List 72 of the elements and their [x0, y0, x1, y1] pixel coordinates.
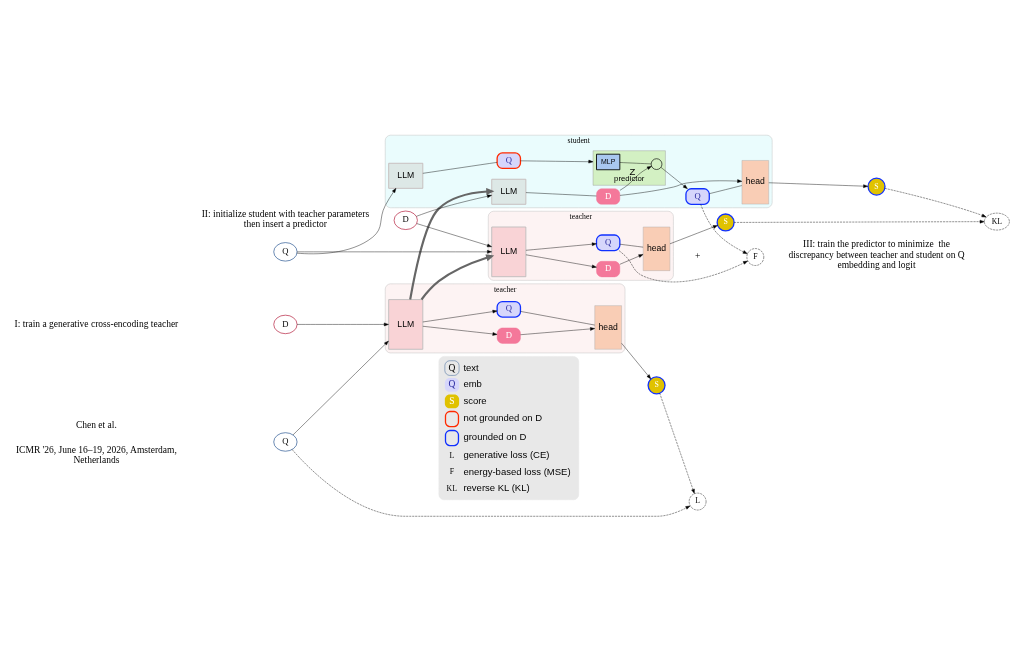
- node-box: LLM: [491, 226, 527, 277]
- arrow: [619, 253, 644, 265]
- label: S: [449, 395, 455, 406]
- arrow: [669, 224, 718, 244]
- node-box: LLM: [388, 298, 424, 350]
- legend-label: generative loss (CE): [463, 448, 550, 460]
- node-box: LLM: [388, 162, 424, 189]
- arrow: [660, 166, 688, 189]
- arrow: [291, 448, 691, 516]
- node-circle: F: [746, 247, 764, 266]
- arrow: [618, 249, 748, 282]
- arrow: [621, 342, 652, 379]
- arrow: [409, 187, 495, 300]
- arrow: [884, 187, 987, 217]
- arrow: [416, 194, 492, 217]
- label: F: [449, 466, 455, 476]
- arrow: [296, 249, 492, 254]
- node-box: Q: [496, 300, 522, 318]
- label: KL: [446, 483, 457, 493]
- node-box: Q: [685, 187, 710, 205]
- label: L: [449, 450, 455, 460]
- arrow: [422, 325, 498, 336]
- node-circle: S: [716, 212, 735, 232]
- node-ellipse: D: [273, 314, 298, 334]
- label: Q: [448, 378, 456, 389]
- label: II: initialize student with teacher parameters then insert a predictor: [201, 208, 370, 229]
- node-box: D: [596, 188, 621, 205]
- legend-label: score: [463, 394, 487, 406]
- node-box: head: [594, 304, 622, 349]
- legend-label: emb: [463, 377, 482, 389]
- node-box: D: [596, 260, 621, 277]
- arrow: [520, 326, 595, 335]
- arrow: [422, 309, 498, 322]
- node-box: D: [496, 327, 521, 344]
- label: ICMR '26, June 16–19, 2026, Amsterdam, Netherlands: [15, 444, 177, 465]
- label: +: [694, 250, 701, 261]
- arrow: [296, 322, 389, 326]
- legend-label: reverse KL (KL): [463, 481, 530, 493]
- node-box: Q: [595, 233, 621, 251]
- edge-label: Z: [629, 165, 636, 177]
- legend-label: energy-based loss (MSE): [463, 465, 571, 477]
- legend-label: grounded on D: [463, 430, 527, 442]
- node-box: LLM: [491, 178, 527, 205]
- arrow: [700, 203, 748, 254]
- arrow: [292, 340, 389, 435]
- label: Q: [448, 361, 456, 372]
- legend-label: not grounded on D: [463, 411, 543, 423]
- node-ellipse: KL: [984, 212, 1010, 230]
- label: I: train a generative cross-encoding teacher: [14, 318, 179, 329]
- label: III: train the predictor to minimize the discrepancy between teacher and student on Q embedding and logit: [788, 238, 965, 270]
- arrow: [520, 159, 594, 163]
- node-circle: [650, 157, 663, 170]
- node-box: head: [741, 159, 769, 204]
- arrow: [619, 165, 652, 191]
- arrow: [619, 178, 743, 196]
- arrow: [420, 253, 495, 300]
- arrow: [525, 254, 597, 268]
- legend-label: text: [463, 360, 479, 372]
- arrow: [525, 242, 597, 251]
- node-ellipse: D: [393, 210, 418, 230]
- node-circle: S: [867, 177, 886, 196]
- node-ellipse: Q: [273, 241, 298, 261]
- node-box: head: [642, 226, 671, 271]
- arrow: [768, 182, 869, 188]
- node-ellipse: Q: [273, 431, 298, 452]
- arrow: [734, 219, 985, 223]
- label: Chen et al.: [75, 419, 117, 430]
- arrow: [659, 392, 695, 494]
- node-box: Q: [496, 151, 522, 169]
- arrow: [416, 222, 492, 247]
- arrow: [296, 187, 397, 254]
- node-circle: L: [688, 492, 707, 510]
